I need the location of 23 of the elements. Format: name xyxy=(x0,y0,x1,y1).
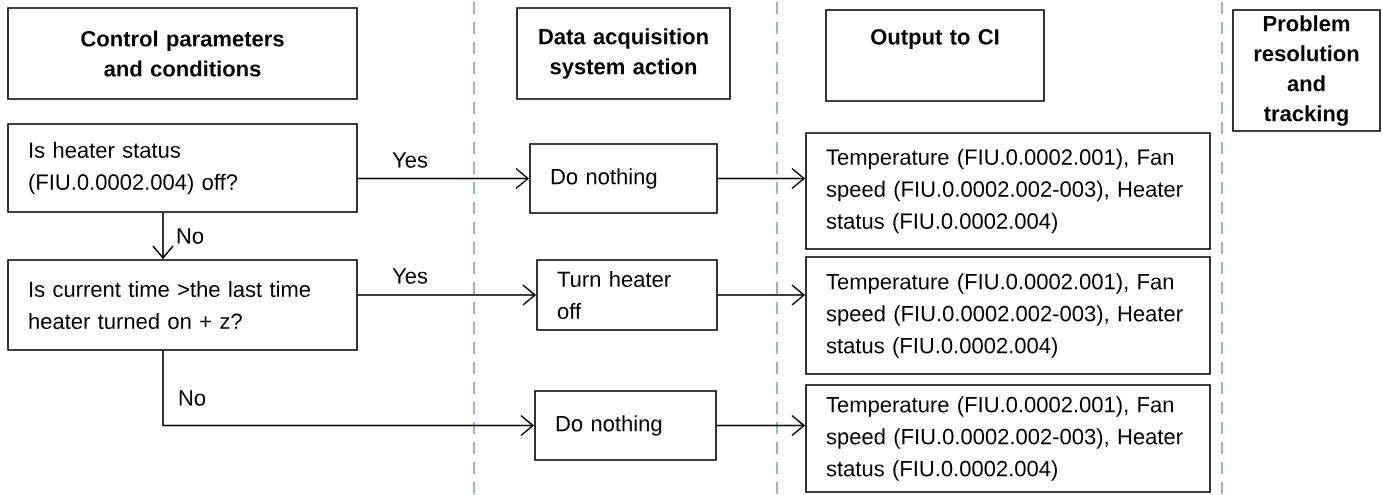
process-box: Temperature (FIU.0.0002.001), Fan speed (FIU.0.0002.002-003), Heater status (FIU.0.0002.004) xyxy=(805,132,1211,250)
column-header: Problem resolution and tracking xyxy=(1232,9,1381,132)
arrow xyxy=(152,212,174,260)
column-header: Data acquisition system action xyxy=(516,7,731,100)
edge-label: No xyxy=(173,226,207,246)
arrow xyxy=(357,167,530,190)
process-box: Do nothing xyxy=(534,390,717,461)
process-box: Turn heater off xyxy=(536,259,718,331)
arrow xyxy=(162,350,535,437)
arrow xyxy=(357,284,537,306)
arrow xyxy=(717,167,806,190)
process-box: Temperature (FIU.0.0002.001), Fan speed (FIU.0.0002.002-003), Heater status (FIU.0.0002.004) xyxy=(805,256,1211,375)
process-box: Is heater status (FIU.0.0002.004) off? xyxy=(7,123,358,213)
column-header: Output to CI xyxy=(825,9,1045,102)
edge-label: Yes xyxy=(390,266,430,286)
process-box: Do nothing xyxy=(529,143,718,214)
arrow xyxy=(716,414,806,437)
column-header: Control parameters and conditions xyxy=(7,7,358,100)
process-box: Is current time >the last time heater turned on + z? xyxy=(7,259,358,351)
edge-label: No xyxy=(175,388,209,408)
arrow xyxy=(717,284,806,306)
process-box: Temperature (FIU.0.0002.001), Fan speed (FIU.0.0002.002-003), Heater status (FIU.0.0002.004) xyxy=(805,384,1211,493)
edge-label: Yes xyxy=(390,150,430,170)
